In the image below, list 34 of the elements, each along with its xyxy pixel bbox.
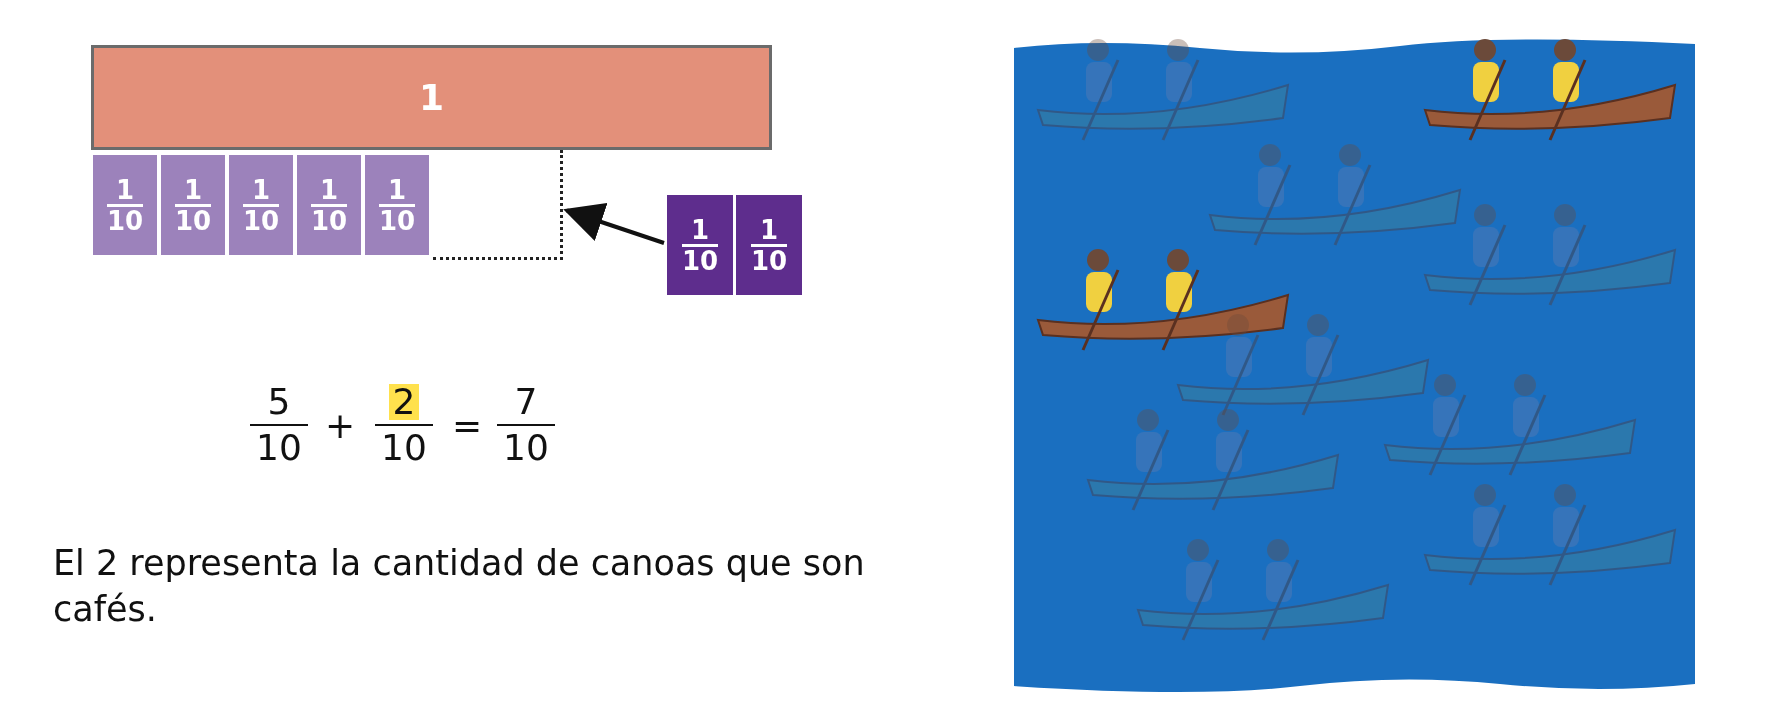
denominator: 10 — [750, 243, 788, 275]
denominator: 10 — [106, 203, 144, 235]
fraction-tile — [297, 155, 361, 255]
fraction-tile — [229, 155, 293, 255]
numerator: 1 — [387, 175, 407, 204]
math-operator: + — [325, 405, 356, 446]
math-operator: = — [452, 405, 483, 446]
arrow — [563, 202, 665, 245]
denominator: 10 — [256, 426, 302, 470]
bar-label: 1 — [418, 77, 445, 118]
numerator: 1 — [690, 215, 710, 244]
numerator: 2 — [388, 384, 420, 420]
numerator: 1 — [183, 175, 203, 204]
whole-bar — [91, 45, 772, 150]
numerator: 1 — [251, 175, 271, 204]
numerator: 1 — [115, 175, 135, 204]
denominator: 10 — [242, 203, 280, 235]
denominator: 10 — [174, 203, 212, 235]
numerator: 1 — [759, 215, 779, 244]
denominator: 10 — [381, 426, 427, 470]
fraction-tile — [736, 195, 802, 295]
denominator: 10 — [378, 203, 416, 235]
denominator: 10 — [310, 203, 348, 235]
fraction-tile — [365, 155, 429, 255]
empty-gap-outline — [433, 150, 563, 260]
denominator: 10 — [503, 426, 549, 470]
explanation-text: El 2 representa la cantidad de canoas que son cafés. — [53, 542, 866, 631]
fraction-tile — [93, 155, 157, 255]
fraction-tile — [161, 155, 225, 255]
fraction-tile — [667, 195, 733, 295]
numerator: 5 — [267, 380, 291, 424]
numerator: 1 — [319, 175, 339, 204]
denominator: 10 — [681, 243, 719, 275]
numerator: 7 — [514, 380, 538, 424]
